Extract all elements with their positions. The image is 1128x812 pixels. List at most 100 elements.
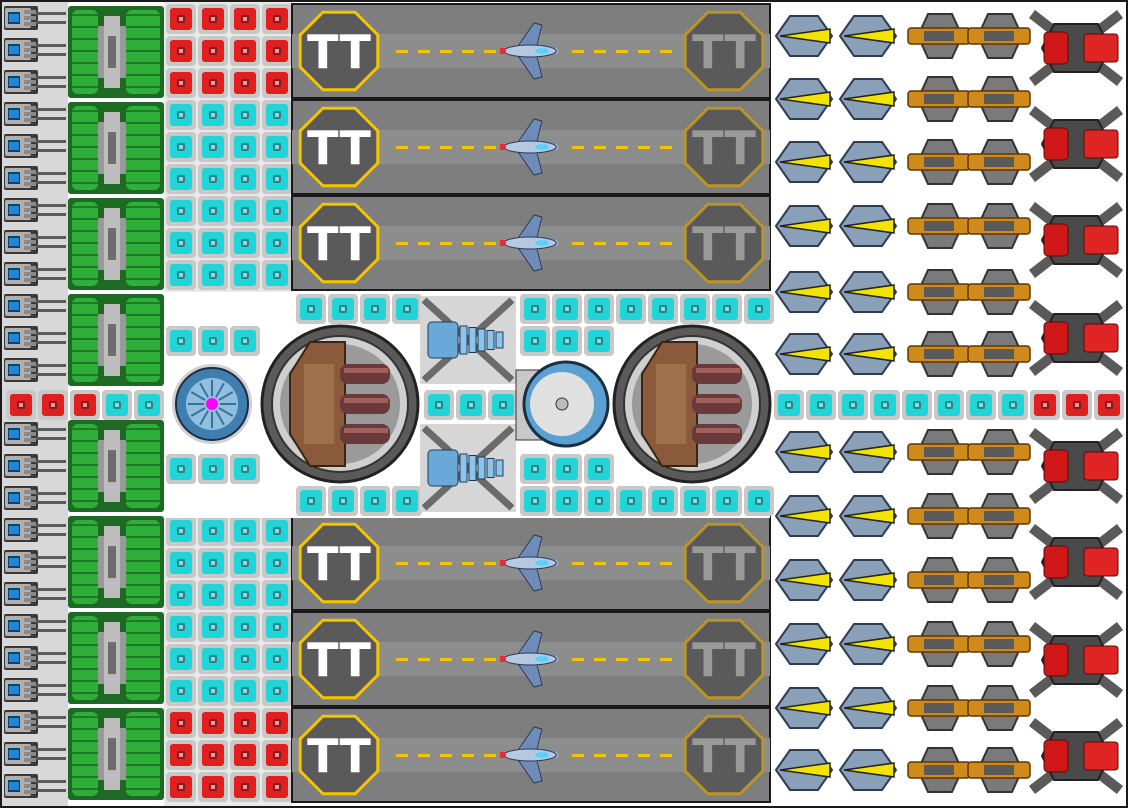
- battery-icon[interactable]: [4, 6, 66, 30]
- fighter-ship-icon[interactable]: [500, 534, 558, 592]
- red-module-block[interactable]: [198, 708, 228, 738]
- green-tank-icon[interactable]: [68, 516, 164, 608]
- cyan-module-block[interactable]: [262, 164, 292, 194]
- cyan-module-block[interactable]: [230, 548, 260, 578]
- cyan-module-block[interactable]: [262, 100, 292, 130]
- red-module-block[interactable]: [262, 4, 292, 34]
- red-module-block[interactable]: [198, 772, 228, 802]
- orange-railgun-icon[interactable]: [967, 429, 1031, 475]
- red-laser-battery-icon[interactable]: [1028, 428, 1124, 504]
- yellow-missile-pod-icon[interactable]: [774, 141, 834, 183]
- battery-icon[interactable]: [4, 198, 66, 222]
- yellow-missile-pod-icon[interactable]: [838, 271, 898, 313]
- red-module-block[interactable]: [198, 36, 228, 66]
- green-tank-icon[interactable]: [68, 198, 164, 290]
- orange-railgun-icon[interactable]: [967, 493, 1031, 539]
- cyan-module-block[interactable]: [520, 326, 550, 356]
- cyan-module-block[interactable]: [262, 548, 292, 578]
- battery-icon[interactable]: [4, 710, 66, 734]
- orange-railgun-icon[interactable]: [967, 747, 1031, 793]
- cyan-module-block[interactable]: [166, 164, 196, 194]
- cyan-module-block[interactable]: [230, 516, 260, 546]
- cyan-module-block[interactable]: [166, 100, 196, 130]
- cyan-module-block[interactable]: [552, 326, 582, 356]
- yellow-missile-pod-icon[interactable]: [838, 687, 898, 729]
- cyan-module-block[interactable]: [648, 486, 678, 516]
- cyan-module-block[interactable]: [198, 548, 228, 578]
- cyan-module-block[interactable]: [198, 516, 228, 546]
- yellow-missile-pod-icon[interactable]: [838, 623, 898, 665]
- yellow-missile-pod-icon[interactable]: [838, 78, 898, 120]
- cyan-module-block[interactable]: [166, 454, 196, 484]
- yellow-missile-pod-icon[interactable]: [838, 141, 898, 183]
- orange-railgun-icon[interactable]: [907, 429, 971, 475]
- orange-railgun-icon[interactable]: [967, 203, 1031, 249]
- triple-cannon-turret-icon[interactable]: [260, 324, 420, 484]
- red-module-block[interactable]: [198, 4, 228, 34]
- red-module-block[interactable]: [70, 390, 100, 420]
- cyan-module-block[interactable]: [198, 580, 228, 610]
- red-module-block[interactable]: [1030, 390, 1060, 420]
- cyan-module-block[interactable]: [584, 454, 614, 484]
- cyan-module-block[interactable]: [166, 612, 196, 642]
- fighter-ship-icon[interactable]: [500, 22, 558, 80]
- red-laser-battery-icon[interactable]: [1028, 300, 1124, 376]
- orange-railgun-icon[interactable]: [907, 203, 971, 249]
- cyan-module-block[interactable]: [262, 676, 292, 706]
- cyan-module-block[interactable]: [424, 390, 454, 420]
- red-module-block[interactable]: [262, 772, 292, 802]
- cyan-module-block[interactable]: [262, 196, 292, 226]
- green-tank-icon[interactable]: [68, 294, 164, 386]
- battery-icon[interactable]: [4, 102, 66, 126]
- battery-icon[interactable]: [4, 486, 66, 510]
- cyan-module-block[interactable]: [648, 294, 678, 324]
- cyan-module-block[interactable]: [902, 390, 932, 420]
- red-module-block[interactable]: [166, 36, 196, 66]
- red-module-block[interactable]: [198, 740, 228, 770]
- yellow-missile-pod-icon[interactable]: [774, 271, 834, 313]
- red-laser-battery-icon[interactable]: [1028, 718, 1124, 794]
- cyan-module-block[interactable]: [296, 294, 326, 324]
- cyan-module-block[interactable]: [198, 676, 228, 706]
- cyan-module-block[interactable]: [360, 486, 390, 516]
- triple-cannon-turret-icon[interactable]: [612, 324, 772, 484]
- fighter-ship-icon[interactable]: [500, 630, 558, 688]
- cyan-module-block[interactable]: [328, 294, 358, 324]
- cyan-module-block[interactable]: [230, 132, 260, 162]
- red-module-block[interactable]: [198, 68, 228, 98]
- red-module-block[interactable]: [6, 390, 36, 420]
- fighter-ship-icon[interactable]: [500, 726, 558, 784]
- red-module-block[interactable]: [166, 740, 196, 770]
- cyan-module-block[interactable]: [230, 326, 260, 356]
- yellow-missile-pod-icon[interactable]: [774, 559, 834, 601]
- red-module-block[interactable]: [230, 4, 260, 34]
- cyan-module-block[interactable]: [166, 516, 196, 546]
- cyan-module-block[interactable]: [584, 486, 614, 516]
- battery-icon[interactable]: [4, 230, 66, 254]
- battery-icon[interactable]: [4, 262, 66, 286]
- battery-icon[interactable]: [4, 326, 66, 350]
- battery-icon[interactable]: [4, 774, 66, 798]
- cyan-module-block[interactable]: [296, 486, 326, 516]
- cyan-module-block[interactable]: [262, 132, 292, 162]
- red-module-block[interactable]: [230, 740, 260, 770]
- yellow-missile-pod-icon[interactable]: [774, 623, 834, 665]
- cyan-module-block[interactable]: [198, 196, 228, 226]
- cyan-module-block[interactable]: [166, 326, 196, 356]
- yellow-missile-pod-icon[interactable]: [838, 559, 898, 601]
- cyan-module-block[interactable]: [198, 454, 228, 484]
- battery-icon[interactable]: [4, 646, 66, 670]
- cyan-module-block[interactable]: [230, 644, 260, 674]
- yellow-missile-pod-icon[interactable]: [838, 333, 898, 375]
- battery-icon[interactable]: [4, 166, 66, 190]
- cyan-module-block[interactable]: [230, 676, 260, 706]
- cyan-module-block[interactable]: [262, 644, 292, 674]
- battery-icon[interactable]: [4, 742, 66, 766]
- cyan-module-block[interactable]: [262, 580, 292, 610]
- orange-railgun-icon[interactable]: [907, 13, 971, 59]
- orange-railgun-icon[interactable]: [967, 269, 1031, 315]
- green-tank-icon[interactable]: [68, 420, 164, 512]
